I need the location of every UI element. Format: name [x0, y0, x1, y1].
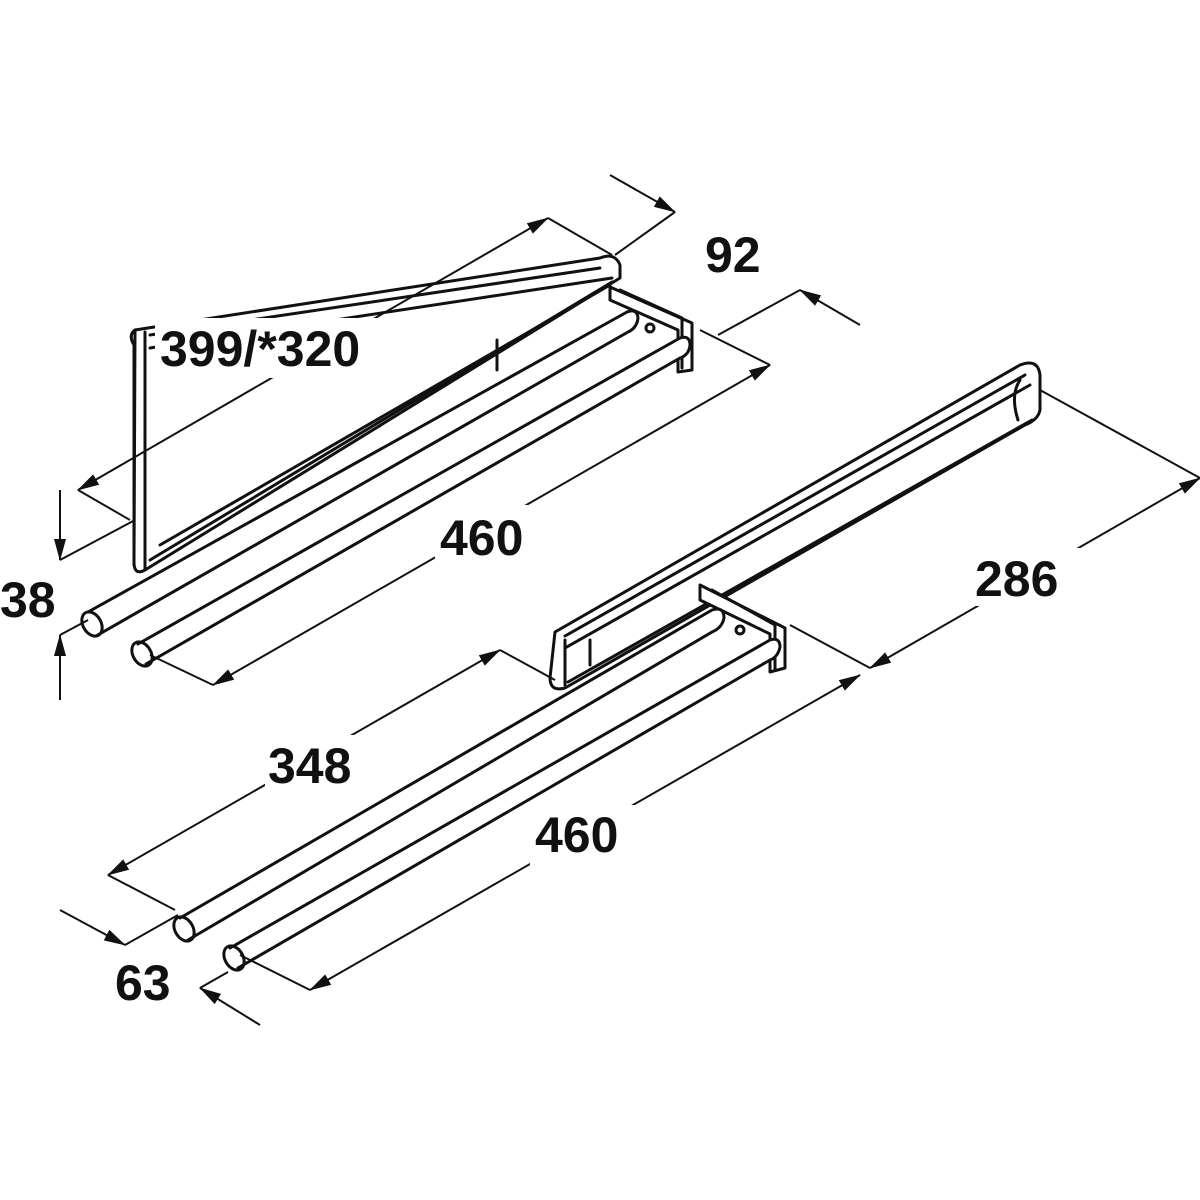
bottom-mounting-bracket: [698, 583, 787, 674]
label-63: 63: [115, 955, 171, 1011]
bottom-rod-1: [178, 607, 726, 942]
label-38: 38: [0, 572, 56, 628]
label-460-top: 460: [440, 510, 523, 566]
dimension-labels: 399/*320 92 460 38 286 348 460 63: [0, 225, 1080, 1011]
label-286: 286: [975, 551, 1058, 607]
bottom-flat-bar: [548, 361, 1042, 691]
label-460-bottom: 460: [535, 807, 618, 863]
label-92: 92: [705, 227, 761, 283]
label-399-320: 399/*320: [160, 321, 360, 377]
label-348: 348: [268, 738, 351, 794]
bottom-rod-2: [228, 637, 782, 970]
